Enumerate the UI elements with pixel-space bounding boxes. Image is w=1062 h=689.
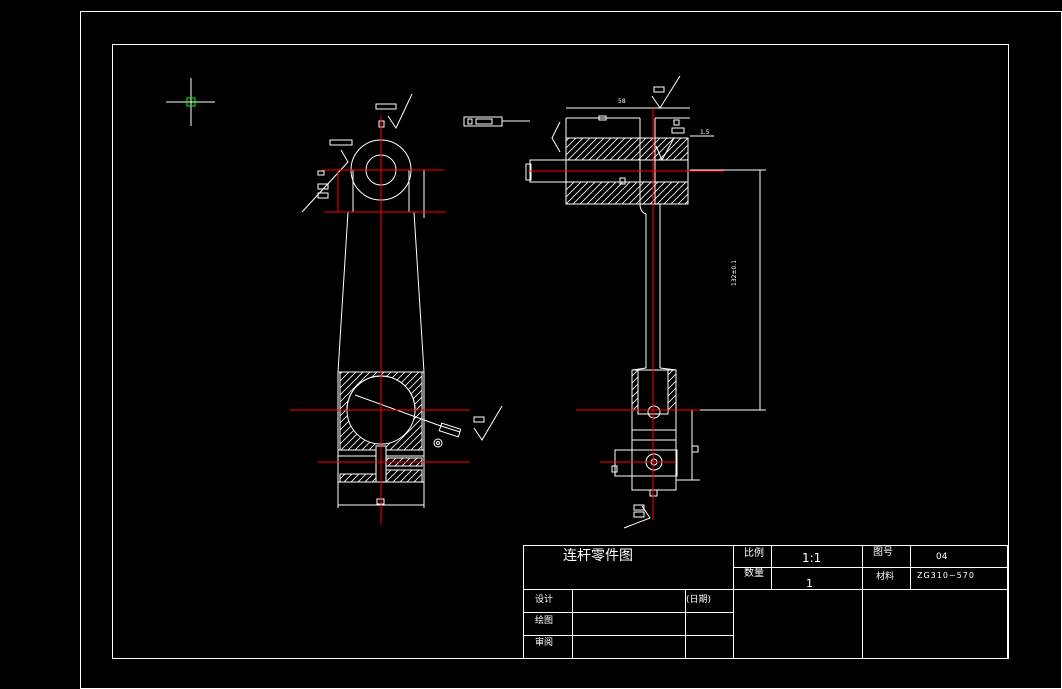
quantity-label: 数量	[744, 568, 764, 579]
dim-vertical-length: 132±0.1	[731, 259, 738, 286]
crosshair-cursor-icon	[166, 78, 215, 126]
quantity-value: 1	[806, 577, 813, 590]
review-label: 审阅	[535, 638, 554, 648]
dim-right-small: 1.5	[700, 129, 710, 136]
drawing-title: 连杆零件图	[563, 548, 633, 564]
scale-label: 比例	[744, 548, 764, 559]
date-label: (日期)	[686, 595, 712, 605]
outer-sheet-border	[80, 11, 1062, 689]
inner-frame-border	[112, 44, 1009, 659]
drawing-label: 绘图	[535, 616, 554, 626]
front-view-centerlines	[290, 116, 470, 524]
drawing-no-label: 图号	[873, 547, 893, 558]
title-block	[523, 545, 1008, 659]
front-view	[301, 93, 503, 508]
drawing-no-value: 04	[936, 552, 948, 562]
scale-value: 1:1	[802, 551, 822, 565]
material-label: 材料	[876, 572, 895, 582]
side-view	[463, 75, 766, 529]
material-value: ZG310~570	[917, 571, 975, 580]
side-view-centerlines	[530, 108, 724, 520]
design-label: 设计	[535, 595, 554, 605]
dim-top-width: 58	[618, 98, 626, 105]
